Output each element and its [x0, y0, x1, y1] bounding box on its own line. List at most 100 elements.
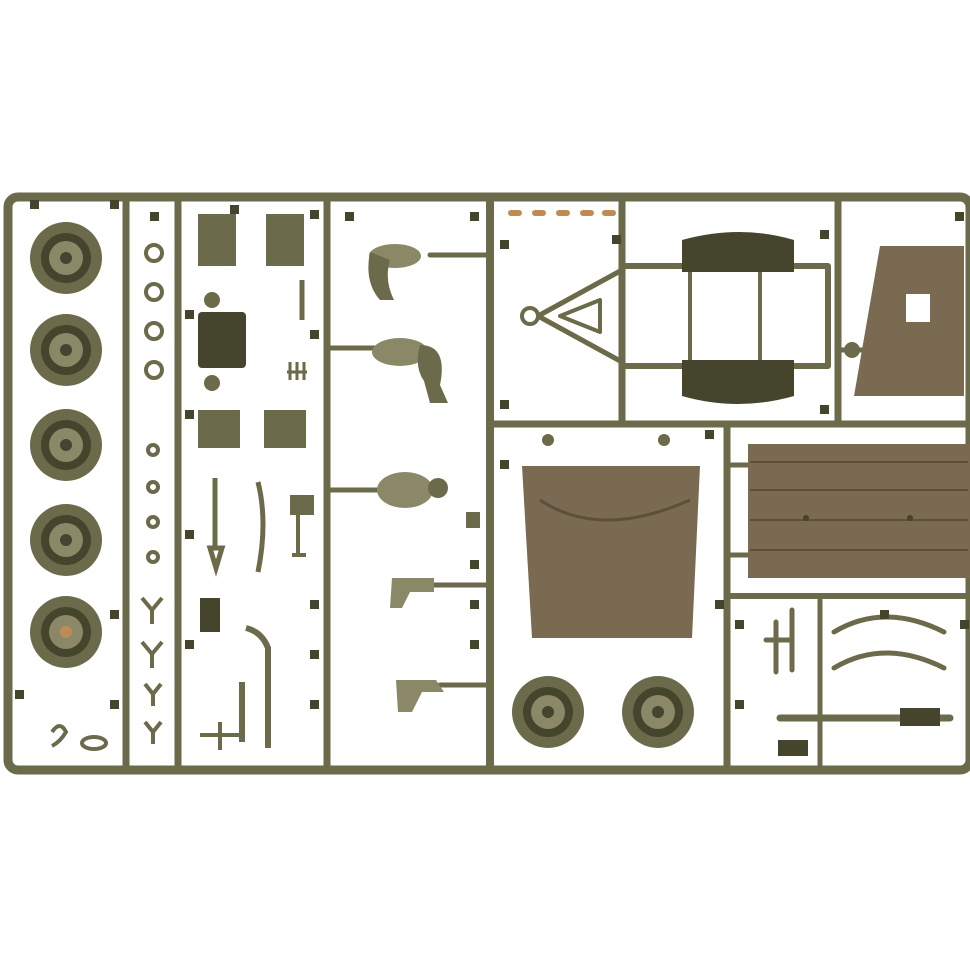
ring-part	[144, 321, 164, 341]
bracket-part	[140, 640, 164, 668]
wheel-part	[30, 504, 102, 576]
gate-tab	[230, 205, 239, 214]
clamp-part	[290, 495, 314, 515]
bracket-part	[140, 596, 164, 624]
gate-tab	[470, 600, 479, 609]
gate-tab	[15, 690, 24, 699]
trailer-panel-part	[844, 246, 964, 396]
axle-part	[763, 607, 795, 675]
clamp-part	[778, 740, 808, 756]
wheel-part	[30, 314, 102, 386]
tools-group	[198, 214, 314, 748]
knob-part	[204, 375, 220, 391]
axe-handle-part	[255, 481, 266, 573]
rings-group	[144, 243, 164, 564]
gate-tab	[185, 530, 194, 539]
helmet-part	[466, 512, 480, 528]
gate-tab	[310, 330, 319, 339]
wheel-part	[622, 676, 694, 748]
wheel-part	[512, 676, 584, 748]
ring-part	[144, 243, 164, 263]
mudguard-part	[682, 232, 794, 272]
bracket-part	[143, 720, 163, 744]
jerrycan-part	[264, 410, 306, 448]
gate-tab	[470, 640, 479, 649]
figure-part	[368, 244, 421, 300]
gate-tab	[345, 212, 354, 221]
bracket-part	[143, 682, 163, 706]
ring-part	[144, 282, 164, 302]
gate-stub	[556, 210, 570, 216]
gate-tab	[310, 650, 319, 659]
ring-part	[146, 515, 160, 529]
tool-part	[200, 722, 240, 750]
gate-tab	[185, 410, 194, 419]
axle-end-part	[900, 708, 940, 726]
gate-stub	[508, 210, 522, 216]
gate-stub	[602, 210, 616, 216]
gate-tab	[820, 405, 829, 414]
figures-group	[368, 244, 480, 712]
jerrycan-part	[198, 410, 240, 448]
knob-part	[204, 292, 220, 308]
ring-part	[146, 550, 160, 564]
gate-tab	[310, 210, 319, 219]
gate-tab	[150, 212, 159, 221]
gate-stubs-group	[508, 210, 616, 216]
gate-stub	[580, 210, 594, 216]
gate-tab	[705, 430, 714, 439]
gate-tab	[612, 235, 621, 244]
gate-tab	[310, 700, 319, 709]
leaf-spring-part	[831, 650, 947, 671]
gate-tab	[110, 610, 119, 619]
gate-tab	[500, 400, 509, 409]
hook-part	[50, 724, 69, 748]
gate-tab	[310, 600, 319, 609]
figure-part	[396, 680, 444, 712]
mudguard-part	[682, 360, 794, 404]
ring-part	[80, 735, 108, 751]
gate-tabs-group	[15, 200, 969, 709]
ring-part	[144, 360, 164, 380]
small-parts-group	[50, 596, 240, 751]
box-part	[198, 312, 246, 368]
gate-tab	[715, 600, 724, 609]
tarp-part	[522, 434, 700, 638]
gate-tab	[470, 212, 479, 221]
bracket-part	[292, 515, 306, 557]
gate-stub	[532, 210, 546, 216]
wheel-part	[30, 222, 102, 294]
gate-tab	[110, 200, 119, 209]
panel-window	[906, 294, 930, 322]
gate-tab	[820, 230, 829, 239]
seat-part	[266, 214, 304, 266]
pitchfork-part	[287, 362, 307, 380]
figure-part	[372, 338, 448, 403]
gate-tab	[110, 700, 119, 709]
gate-tab	[500, 240, 509, 249]
gate-tab	[880, 610, 889, 619]
wheel-part	[30, 409, 102, 481]
trailer-body-part	[748, 444, 970, 578]
figure-part	[377, 472, 448, 508]
figure-part	[390, 578, 434, 608]
gate-tab	[500, 460, 509, 469]
gate-tab	[185, 310, 194, 319]
gate-tab	[470, 560, 479, 569]
lamp-part	[200, 598, 220, 632]
spare-wheels-group	[30, 222, 102, 668]
gate-tab	[735, 700, 744, 709]
shovel-part	[206, 478, 226, 577]
trailer-wheels-group	[512, 676, 694, 748]
gate-tab	[30, 200, 39, 209]
gate-tab	[185, 640, 194, 649]
seat-part	[198, 214, 236, 266]
gate-tab	[735, 620, 744, 629]
rod-part	[245, 625, 271, 748]
ring-part	[146, 480, 160, 494]
gate-tab	[960, 620, 969, 629]
wheel-part	[30, 596, 102, 668]
gate-tab	[955, 212, 964, 221]
